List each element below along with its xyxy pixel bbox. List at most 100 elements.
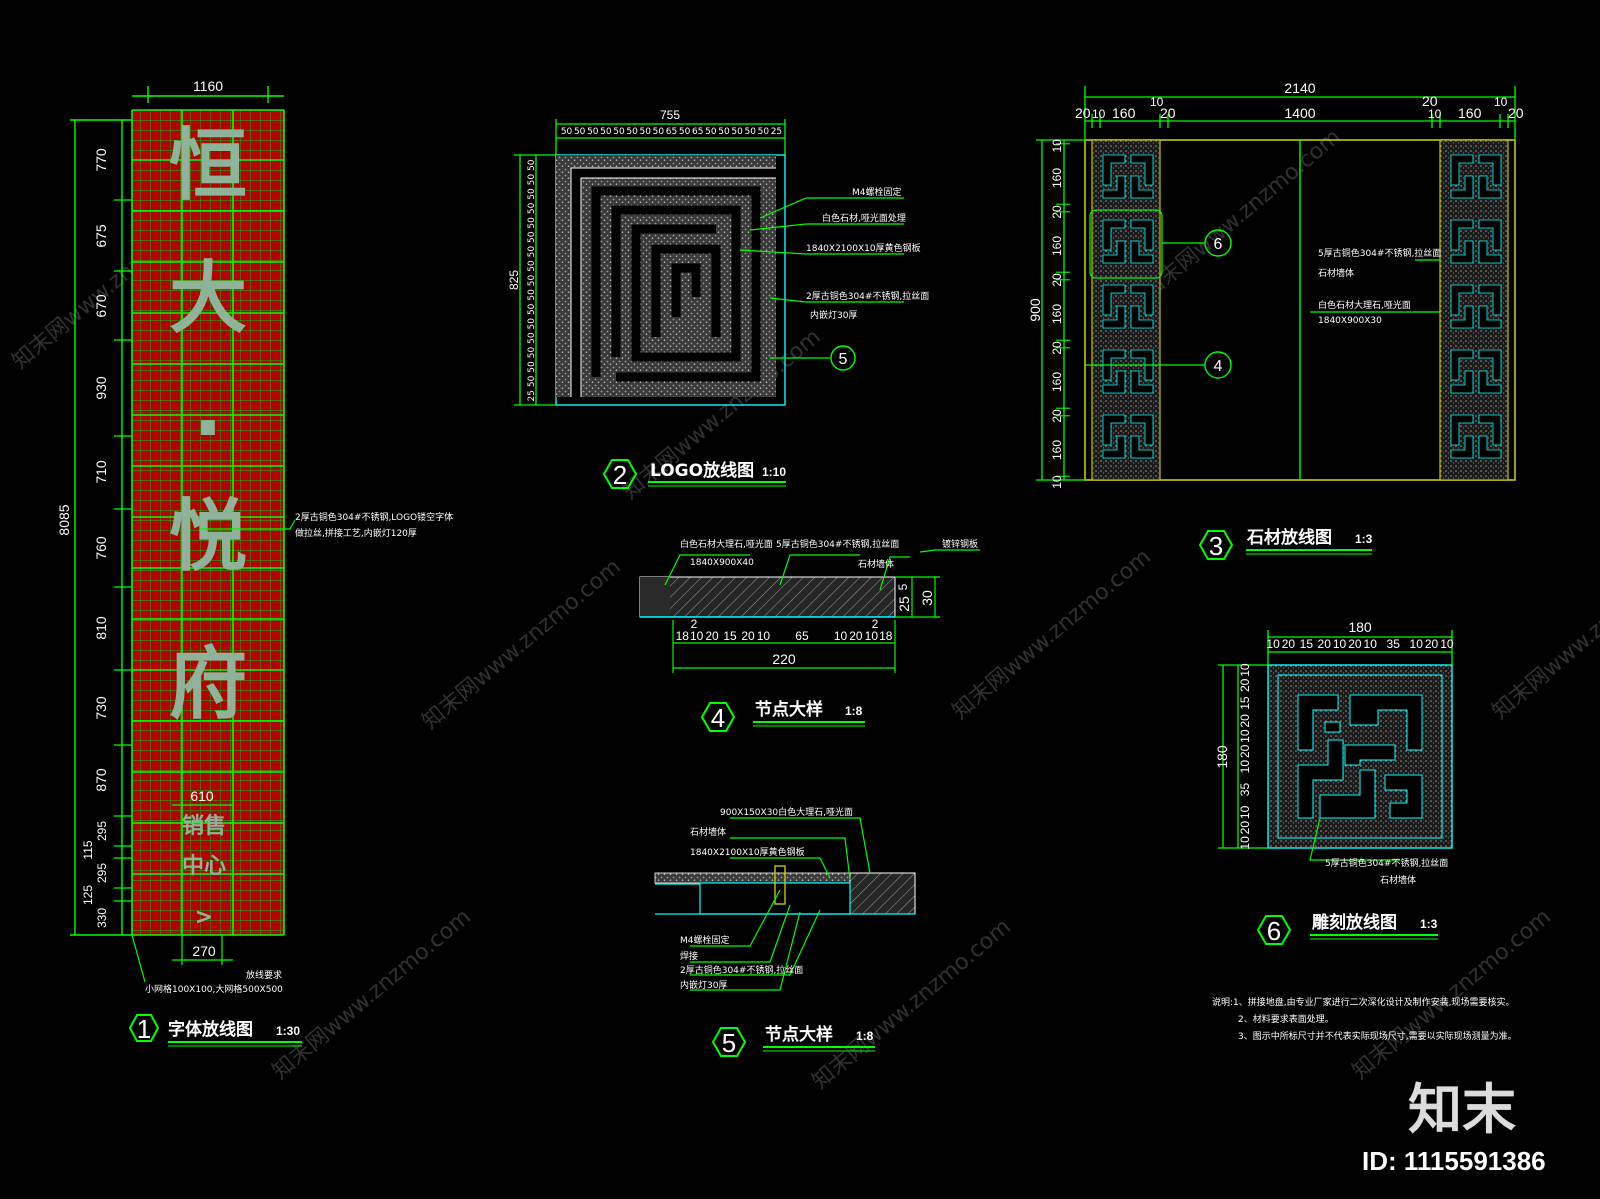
sign-char: 大 — [169, 254, 247, 344]
dim-segment: 10 — [690, 629, 704, 643]
dim-segment: 50 — [587, 127, 599, 137]
brand-logo-text: 知末 — [1408, 1078, 1516, 1141]
dim-width: 1160 — [193, 78, 223, 94]
note: 2厚古铜色304#不锈钢,LOGO镂空字体 — [295, 511, 453, 523]
dim-segment: 10 — [1333, 637, 1347, 651]
figure-title: 节点大样 — [765, 1024, 833, 1045]
dim-segment: 10 — [1050, 139, 1064, 153]
note: M4螺栓固定 — [680, 934, 730, 946]
dim-left: 810 — [93, 616, 109, 640]
dim-top: 20 — [1075, 105, 1091, 121]
dim-top: 10 — [1428, 107, 1442, 121]
dim-left: 730 — [93, 696, 109, 720]
note: 白色石材大理石,哑光面 — [680, 538, 773, 550]
dim-segment: 50 — [705, 127, 717, 137]
note: 5厚古铜色304#不锈钢,拉丝面 — [1318, 247, 1441, 259]
figure-scale: 1:8 — [856, 1029, 874, 1043]
watermark-text: 知末网www.znzmo.com — [808, 914, 1016, 1094]
dim-segment: 50 — [718, 127, 730, 137]
dim-segment: 50 — [613, 127, 625, 137]
dim-top: 160 — [1112, 105, 1136, 121]
note: 5厚古铜色304#不锈钢,拉丝面 — [776, 538, 899, 550]
dim-segment: 15 — [1238, 696, 1252, 710]
dim-segment: 50 — [527, 231, 537, 243]
note: 放线要求 — [246, 969, 282, 981]
general-notes: 说明:1、拼接地盘,由专业厂家进行二次深化设计及制作安装,现场需要核实。 2、材… — [1212, 996, 1517, 1042]
dim-top: 20 — [1160, 105, 1176, 121]
watermark-text: 知末网www.znzmo.com — [1138, 124, 1346, 304]
note: 1840X2100X10厚黄色钢板 — [806, 242, 921, 254]
dim-segment: 50 — [527, 246, 537, 258]
dim-left: 295 — [95, 863, 109, 883]
dim-segment: 50 — [744, 127, 756, 137]
dim-segment: 50 — [527, 289, 537, 301]
dim-segment: 50 — [574, 127, 586, 137]
dim-segment: 160 — [1050, 168, 1064, 188]
dim-segment: 160 — [1050, 304, 1064, 324]
dim-width: 2140 — [1284, 80, 1315, 96]
dim-segment: 20 — [741, 629, 755, 643]
sign-small-char: > — [195, 905, 213, 930]
dim-left: 675 — [93, 224, 109, 248]
dim-segment: 25 — [527, 390, 537, 401]
dim-segment: 20 — [849, 629, 863, 643]
image-id: ID: 1115591386 — [1362, 1146, 1546, 1176]
dim-segment: 50 — [527, 318, 537, 330]
dim-segment: 20 — [1050, 273, 1064, 287]
dim-segment: 50 — [527, 332, 537, 344]
dim-segment: 50 — [527, 159, 537, 171]
sign-small-char: 销售 — [182, 813, 226, 839]
dim-segment: 50 — [527, 260, 537, 272]
note: 石材墙体 — [1318, 267, 1354, 279]
dim-segment: 10 — [865, 629, 879, 643]
dim-segment: 50 — [626, 127, 638, 137]
note: 内嵌灯30厚 — [680, 979, 727, 991]
figure-5-node-detail: 900X150X30白色大理石,哑光面 石材墙体 1840X2100X10厚黄色… — [654, 806, 916, 1058]
note: 内嵌灯30厚 — [810, 309, 857, 321]
dim-inner: 610 — [190, 788, 214, 804]
watermark-text: 知末网www.znzmo.com — [1488, 544, 1600, 724]
dim-top: 10 — [1494, 95, 1508, 109]
figure-title: 字体放线图 — [168, 1019, 253, 1040]
dim-segment: 50 — [527, 188, 537, 200]
dim-segment: 50 — [653, 127, 665, 137]
figure-number: 3 — [1209, 531, 1223, 561]
figure-title: 节点大样 — [755, 699, 823, 720]
note: M4螺栓固定 — [852, 186, 902, 198]
figure-number: 6 — [1267, 916, 1281, 946]
note: 镀锌钢板 — [942, 538, 978, 550]
dim-segment: 20 — [1238, 714, 1252, 728]
callout-number: 6 — [1214, 236, 1223, 253]
dim-segment: 10 — [1238, 805, 1252, 819]
dim-right: 25 — [896, 596, 912, 612]
dim-left: 295 — [95, 821, 109, 841]
dim-segment: 50 — [640, 127, 652, 137]
dim-segment: 50 — [527, 361, 537, 373]
dim-segment: 18 — [676, 629, 690, 643]
dim-segment: 10 — [1266, 637, 1280, 651]
dim-height: 900 — [1027, 298, 1043, 322]
figure-title: 雕刻放线图 — [1312, 912, 1397, 933]
dim-left: 870 — [93, 768, 109, 792]
figure-number: 1 — [137, 1014, 151, 1044]
dim-top: 1400 — [1284, 105, 1315, 121]
figure-number: 2 — [613, 460, 627, 490]
dim-segment: 35 — [1387, 637, 1401, 651]
note: 1840X900X30 — [1318, 316, 1382, 326]
dim-total-height: 8085 — [56, 504, 72, 535]
note: 石材墙体 — [1380, 874, 1416, 886]
figure-scale: 1:3 — [1355, 532, 1373, 546]
dim-width: 180 — [1348, 619, 1372, 635]
dim-segment: 20 — [1238, 678, 1252, 692]
figure-title: 石材放线图 — [1246, 527, 1332, 548]
dim-segment: 50 — [527, 303, 537, 315]
dim-segment: 20 — [1348, 637, 1362, 651]
dim-segment: 160 — [1050, 236, 1064, 256]
note: 焊接 — [680, 950, 698, 962]
dim-segment: 50 — [527, 375, 537, 387]
dim-segment: 15 — [723, 629, 737, 643]
note: 2厚古铜色304#不锈钢,拉丝面 — [806, 290, 929, 302]
note: 石材墙体 — [690, 826, 726, 838]
